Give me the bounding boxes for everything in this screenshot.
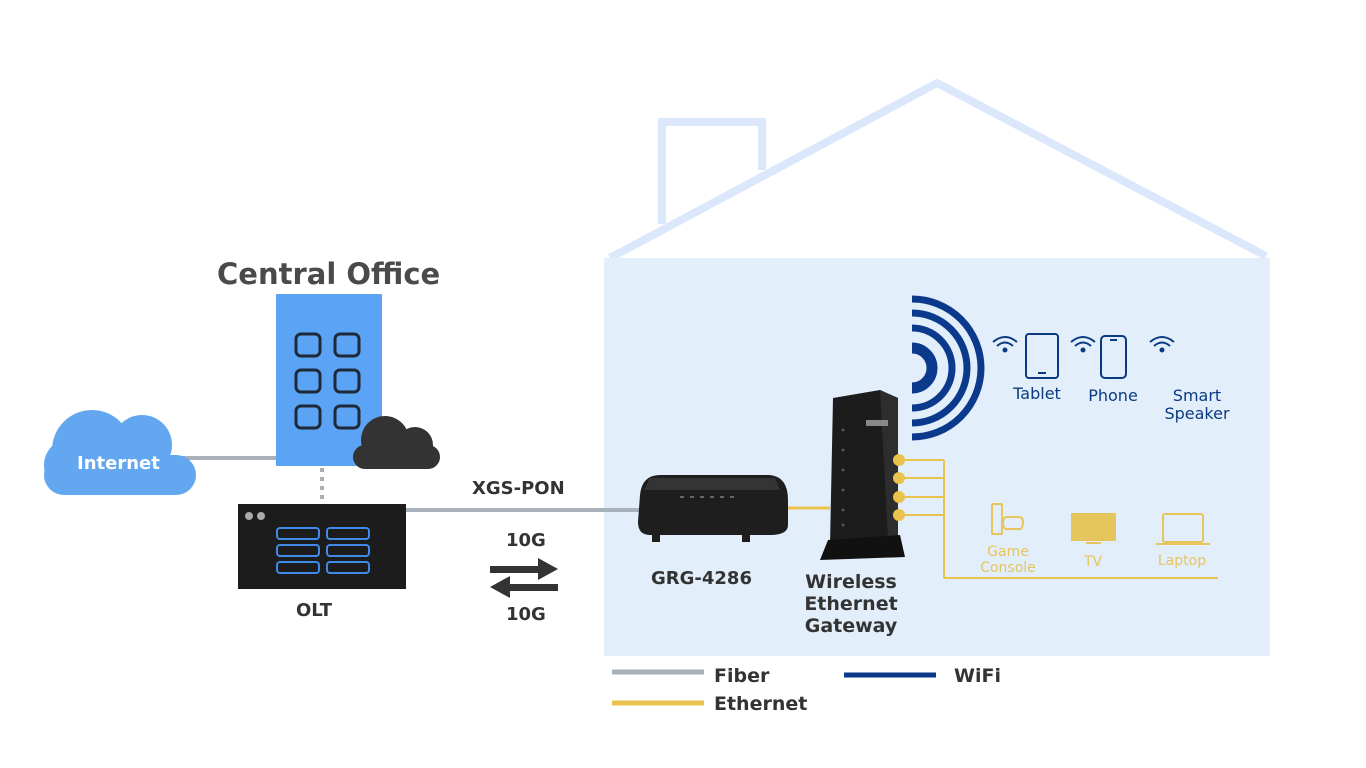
wifi-device-label-tablet: Tablet bbox=[1013, 384, 1061, 403]
legend-label-wifi: WiFi bbox=[954, 665, 1001, 687]
upstream-speed-label: 10G bbox=[506, 530, 546, 551]
game-console-icon bbox=[991, 503, 1025, 535]
dark-cloud bbox=[353, 416, 440, 469]
ethernet-device-label-tv: TV bbox=[1083, 554, 1103, 570]
wifi-signal-icon bbox=[992, 336, 1018, 353]
ethernet-port-dots bbox=[893, 454, 905, 521]
phone-icon bbox=[1100, 335, 1127, 379]
ethernet-device-label-game-console: Game Console bbox=[980, 544, 1036, 577]
downstream-speed-label: 10G bbox=[506, 604, 546, 625]
house-roof bbox=[608, 78, 1268, 262]
link-protocol-label: XGS-PON bbox=[472, 478, 565, 499]
wifi-device-label-phone: Phone bbox=[1088, 386, 1138, 405]
wifi-signal-icon bbox=[1149, 336, 1175, 353]
central-office-title: Central Office bbox=[217, 257, 441, 291]
ethernet-distribution-lines bbox=[900, 459, 1218, 579]
internet-cloud bbox=[44, 410, 196, 495]
gateway-device bbox=[820, 390, 905, 560]
legend-label-fiber: Fiber bbox=[714, 665, 770, 687]
house-chimney bbox=[658, 118, 766, 224]
house-body bbox=[604, 258, 1270, 656]
laptop-icon bbox=[1156, 513, 1210, 545]
house bbox=[604, 78, 1270, 656]
legend-label-ethernet: Ethernet bbox=[714, 693, 808, 715]
wifi-waves-icon bbox=[911, 295, 985, 441]
olt-label: OLT bbox=[296, 600, 333, 621]
tablet-icon bbox=[1025, 333, 1059, 379]
ethernet-device-label-laptop: Laptop bbox=[1157, 553, 1207, 569]
gateway-label: Wireless Ethernet Gateway bbox=[804, 571, 898, 637]
internet-label: Internet bbox=[77, 453, 160, 474]
wifi-device-label-smart-speaker: Smart Speaker bbox=[1164, 386, 1230, 423]
ont-label: GRG-4286 bbox=[651, 568, 752, 589]
tv-icon bbox=[1071, 513, 1116, 544]
ont-device bbox=[638, 475, 788, 542]
olt-device bbox=[238, 504, 406, 589]
wifi-signal-icon bbox=[1070, 336, 1096, 353]
bidirectional-arrows-icon bbox=[490, 558, 558, 598]
